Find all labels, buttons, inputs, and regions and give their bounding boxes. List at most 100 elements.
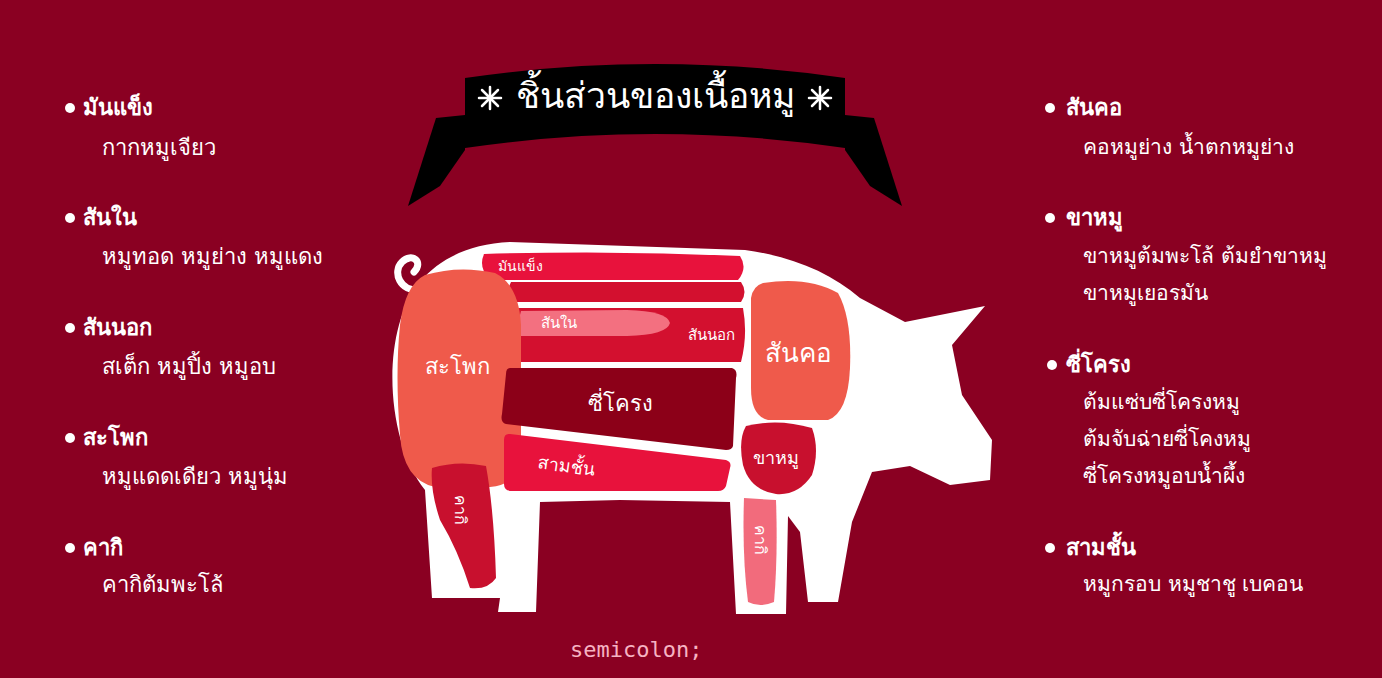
- cut-name: สันคอ: [765, 337, 832, 370]
- word: สันคอ: [1066, 95, 1122, 120]
- word: หมูย่าง: [181, 244, 247, 269]
- dish-list: ต้มแซ่บซี่โครงหมู ต้มจับฉ่ายซี่โคงหมู ซี…: [1083, 384, 1333, 495]
- word: หมูกรอบ: [1083, 572, 1161, 596]
- dish-list: กากหมูเจียว: [102, 129, 382, 166]
- cut-heading: มันแข็ง: [83, 93, 303, 123]
- cut-fill: [744, 498, 777, 605]
- cut-fill: [519, 310, 670, 336]
- cut-shape: [428, 460, 500, 592]
- word: คากิ: [751, 525, 770, 555]
- word: หมูนุ่ม: [228, 464, 288, 489]
- word: คอหมูย่าง: [1083, 135, 1172, 159]
- word: มันแข็ง: [498, 258, 543, 274]
- word: ซี่โครง: [588, 391, 653, 416]
- word: มันแข็ง: [83, 95, 153, 120]
- dish-list: คากิต้มพะโล้: [102, 566, 382, 603]
- word: คากิ: [451, 495, 470, 525]
- pig-body: [392, 242, 992, 614]
- word: ขาหมู: [753, 447, 799, 468]
- word: สันใน: [83, 205, 137, 230]
- word: หมูแดง: [254, 244, 323, 269]
- bullet-dots: [65, 103, 1057, 553]
- word: หมูชาชู: [1168, 572, 1236, 596]
- cut-region: คากิ: [428, 460, 500, 592]
- word: สะโพก: [425, 354, 490, 379]
- cut-fill: [504, 434, 731, 491]
- dish-list: หมูทอด หมูย่าง หมูแดง: [102, 238, 382, 275]
- banner-title: ชิ้นส่วนของเนื้อหมู: [516, 73, 795, 119]
- dish-list: ขาหมูต้มพะโล้ ต้มยำขาหมู ขาหมูเยอรมัน: [1083, 238, 1373, 312]
- cut-region: สะโพก: [395, 265, 523, 490]
- cut-fill: [398, 269, 522, 487]
- cut-shape: [500, 428, 732, 494]
- word: ขาหมูเยอรมัน: [1083, 281, 1208, 305]
- word: คากิ: [83, 535, 123, 560]
- cut-heading: สามชั้น: [1066, 533, 1286, 563]
- word: หมูแดดเดียว: [102, 464, 221, 489]
- dish-list: หมูแดดเดียว หมูนุ่ม: [102, 458, 382, 495]
- word: [1236, 572, 1243, 596]
- word: [1172, 135, 1179, 159]
- word: [1214, 244, 1221, 268]
- cut-region: สันนอก สันใน: [505, 280, 748, 364]
- word: เบคอน: [1242, 572, 1303, 596]
- cut-shape: [517, 307, 672, 339]
- cut-heading: ขาหมู: [1066, 203, 1286, 233]
- word: สันคอ: [765, 338, 832, 368]
- word: ขาหมูต้มพะโล้: [1083, 244, 1214, 268]
- cut-fill: [741, 422, 816, 494]
- word: ซี่โครงหมูอบน้ำผึ้ง: [1083, 464, 1245, 488]
- cut-heading: สันนอก: [83, 313, 303, 343]
- cut-fill: [751, 281, 850, 420]
- watermark: semicolon;: [570, 635, 702, 665]
- cut-fill: [482, 252, 744, 280]
- cut-region: สันใน: [517, 307, 672, 339]
- word: หมูอบ: [219, 354, 276, 379]
- ribbon-band: [465, 64, 845, 148]
- word: ต้มยำขาหมู: [1221, 244, 1327, 268]
- word: คากิต้มพะโล้: [102, 572, 223, 597]
- word: ขาหมู: [1066, 205, 1123, 230]
- dish-list: หมูกรอบ หมูชาชู เบคอน: [1083, 566, 1373, 603]
- word: [212, 354, 219, 379]
- word: [174, 244, 181, 269]
- cut-name: คากิ: [450, 495, 470, 525]
- word: [1161, 572, 1168, 596]
- cut-heading: ซี่โครง: [1066, 350, 1286, 380]
- cut-name: ซี่โครง: [588, 390, 653, 418]
- dish-list: คอหมูย่าง น้ำตกหมูย่าง: [1083, 129, 1373, 166]
- asterisk-symbol: [479, 87, 501, 109]
- word: [150, 354, 157, 379]
- cut-region: สันคอ: [748, 278, 852, 423]
- cut-heading: คากิ: [83, 533, 303, 563]
- cut-name: ขาหมู: [753, 447, 799, 470]
- cut-heading: สะโพก: [83, 423, 303, 453]
- cut-name: สันใน: [541, 314, 577, 333]
- cut-fill: [432, 463, 496, 588]
- word: กากหมูเจียว: [102, 135, 216, 160]
- word: สันใน: [541, 314, 577, 332]
- cut-name: มันแข็ง: [498, 258, 543, 276]
- word: สเต็ก: [102, 354, 150, 379]
- word: หมูทอด: [102, 244, 174, 269]
- dish-list: สเต็ก หมูปิ้ง หมูอบ: [102, 348, 382, 385]
- word: หมูปิ้ง: [157, 354, 212, 379]
- ribbon-tail: [845, 115, 902, 206]
- word: ซี่โครง: [1066, 352, 1131, 377]
- cut-region: ขาหมู: [738, 420, 818, 496]
- word: ต้มแซ่บซี่โครงหมู: [1083, 390, 1240, 414]
- word: [221, 464, 228, 489]
- word: สะโพก: [83, 425, 148, 450]
- cut-name: สันนอก: [688, 326, 735, 345]
- cut-heading: สันคอ: [1066, 93, 1286, 123]
- cut-region: มันแข็ง: [476, 250, 748, 284]
- word: [247, 244, 254, 269]
- cut-region: คากิ: [740, 496, 780, 608]
- asterisk-symbol: [809, 87, 831, 109]
- word: semicolon;: [570, 637, 702, 662]
- cut-heading: สันใน: [83, 203, 303, 233]
- cut-name: สะโพก: [425, 353, 490, 381]
- cut-name: คากิ: [750, 525, 770, 555]
- cut-fill: [508, 282, 745, 362]
